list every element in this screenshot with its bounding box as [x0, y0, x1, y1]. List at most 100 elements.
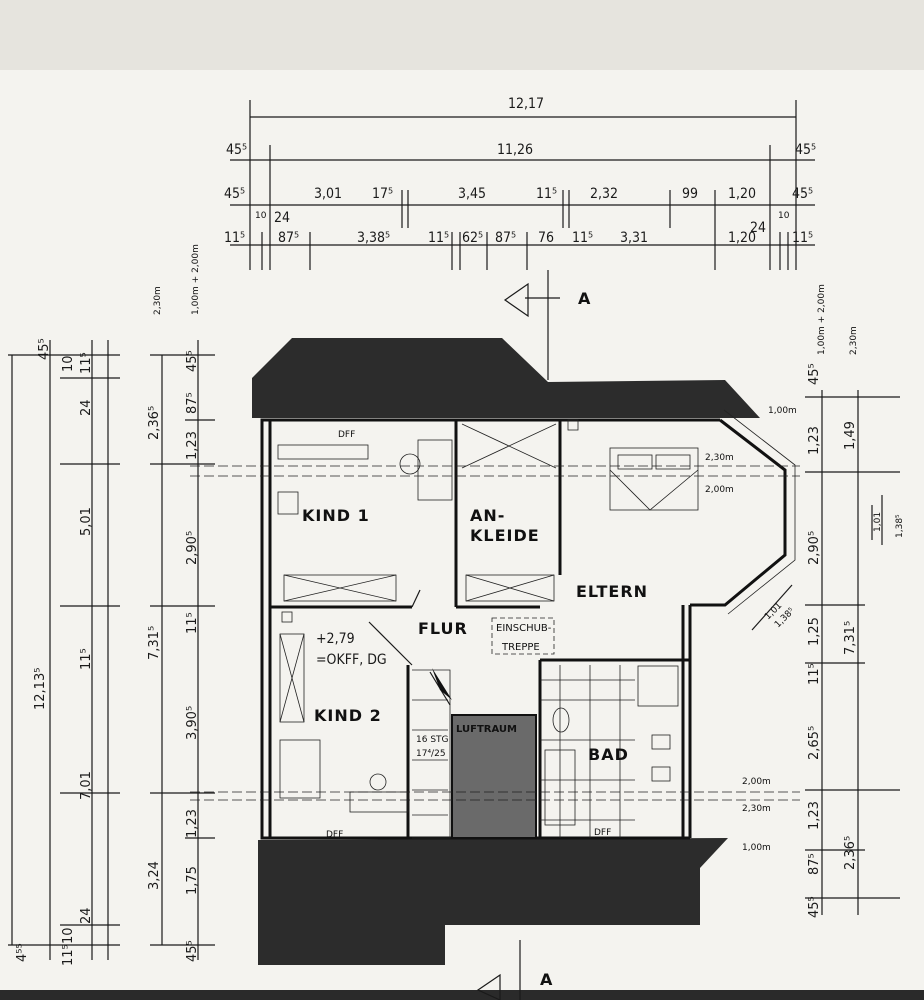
dim-l-f: 11⁵ [79, 648, 94, 670]
dim-r2-f: 2,32 [590, 186, 618, 202]
dff-label-1: DFF [338, 430, 355, 440]
height-note-l1: 1,00m + 2,00m [191, 244, 201, 315]
right-dimension-chains: 45⁵ 1,23 1,49 2,90⁵ 1,25 7,31⁵ 11⁵ 2,65⁵… [805, 284, 905, 918]
level-value: +2,79 [316, 631, 355, 647]
dim-r3-j: 1,20 [728, 230, 756, 246]
dim-l-g: 12,13⁵ [33, 668, 48, 710]
level-reference: =OKFF, DG [316, 652, 387, 668]
dim-r-extra-a: 1,01 [873, 512, 883, 532]
dim-li-f: 7,31⁵ [147, 626, 162, 660]
scan-noise-band [0, 0, 924, 70]
dim-l-d: 24 [79, 399, 94, 416]
dff-label-3: DFF [594, 828, 611, 838]
dim-r1-a: 45⁵ [226, 142, 247, 158]
dim-r3-c: 3,38⁵ [357, 230, 390, 246]
dim-r2-c: 17⁵ [372, 186, 393, 202]
luftraum-label: LUFTRAUM [456, 724, 517, 735]
dim-r2-h: 1,20 [728, 186, 756, 202]
dim-r2b-c: 24 [750, 220, 766, 236]
dim-total-width: 12,17 [508, 96, 544, 112]
dim-l-h: 7,01 [79, 771, 94, 800]
dim-r2-e: 11⁵ [536, 186, 557, 202]
dim-r3-f: 87⁵ [495, 230, 516, 246]
dim-r2-a: 45⁵ [224, 186, 245, 202]
dim-r-e: 1,25 [807, 617, 822, 646]
room-ankleide-2: KLEIDE [470, 526, 540, 545]
dim-r2-i: 45⁵ [792, 186, 813, 202]
dim-li-e: 2,90⁵ [185, 531, 200, 565]
dim-r2-d: 3,45 [458, 186, 486, 202]
top-dimension-chains: 12,17 45⁵ 11,26 45⁵ 45⁵ 3,01 17⁵ 3,45 11… [224, 96, 816, 270]
dim-r-l: 45⁵ [807, 896, 822, 918]
dim-r-h: 2,65⁵ [807, 726, 822, 760]
section-marker-bottom: A [476, 940, 553, 1000]
room-flur: FLUR [418, 619, 468, 638]
dim-l-b: 10 [61, 355, 76, 372]
dim-r3-a: 11⁵ [224, 230, 245, 246]
left-dimension-chains: 45⁵ 10 11⁵ 24 5,01 11⁵ 12,13⁵ 7,01 4⁵⁵ 1… [8, 244, 215, 966]
dim-li-i: 1,23 [185, 809, 200, 838]
dim-r2b-a: 10 [255, 211, 267, 221]
dim-r3-h: 11⁵ [572, 230, 593, 246]
dff-label-2: DFF [326, 830, 343, 840]
dim-r-f: 7,31⁵ [843, 621, 858, 655]
section-label-top: A [578, 289, 591, 308]
height-label-4: 2,00m [742, 777, 771, 787]
room-eltern: ELTERN [576, 582, 648, 601]
dim-r-i: 1,23 [807, 801, 822, 830]
dim-r2b-d: 10 [778, 211, 790, 221]
dim-r3-b: 87⁵ [278, 230, 299, 246]
room-kind-2: KIND 2 [314, 706, 382, 725]
dim-li-l: 45⁵ [185, 940, 200, 962]
roof-band-top [252, 338, 760, 418]
height-label-2: 2,30m [705, 453, 734, 463]
dim-r2-g: 99 [682, 186, 698, 202]
diagonal-dimension: 1,01 1,38⁵ [751, 584, 797, 631]
dim-li-d: 1,23 [185, 431, 200, 460]
dim-r3-e: 62⁵ [462, 230, 483, 246]
dim-r3-i: 3,31 [620, 230, 648, 246]
room-bad: BAD [588, 745, 629, 764]
dim-r-j: 87⁵ [807, 853, 822, 875]
height-label-5: 2,30m [742, 804, 771, 814]
height-note-l2: 2,30m [153, 286, 163, 315]
dim-r-b: 1,23 [807, 426, 822, 455]
dim-r3-g: 76 [538, 230, 554, 246]
dim-r-k: 2,36⁵ [843, 836, 858, 870]
dim-r-extra-b: 1,38⁵ [895, 514, 905, 538]
dim-l-e: 5,01 [79, 507, 94, 536]
dim-li-a: 45⁵ [185, 350, 200, 372]
dim-r1-b: 11,26 [497, 142, 533, 158]
luftraum-void [451, 714, 537, 839]
dim-r-g: 11⁵ [807, 663, 822, 685]
dim-l-k: 24 [79, 907, 94, 924]
dim-l-a: 45⁵ [37, 338, 52, 360]
dim-l-j: 10 [61, 927, 76, 944]
dim-r3-d: 11⁵ [428, 230, 449, 246]
dim-r-c: 1,49 [843, 421, 858, 450]
height-note-r1: 1,00m + 2,00m [817, 284, 827, 355]
dim-li-h: 3,90⁵ [185, 706, 200, 740]
room-ankleide-1: AN- [470, 506, 505, 525]
scan-edge [0, 990, 924, 1000]
dim-r-a: 45⁵ [807, 363, 822, 385]
furniture [277, 419, 699, 838]
height-label-3: 2,00m [705, 485, 734, 495]
dim-l-c: 11⁵ [79, 352, 94, 374]
dim-r2b-b: 24 [274, 210, 290, 226]
height-note-r2: 2,30m [849, 326, 859, 355]
dim-r-d: 2,90⁵ [807, 531, 822, 565]
height-label-6: 1,00m [742, 843, 771, 853]
section-label-bottom: A [540, 970, 553, 989]
dim-li-g: 11⁵ [185, 612, 200, 634]
dim-li-c: 2,36⁵ [147, 406, 162, 440]
room-kind-1: KIND 1 [302, 506, 370, 525]
dim-l-l: 11⁵ [61, 944, 76, 966]
roof-band-bottom [258, 838, 728, 965]
einschub-label-2: TREPPE [501, 642, 540, 653]
stairs-steps: 16 STG [416, 735, 449, 745]
dim-li-b: 87⁵ [185, 392, 200, 414]
staircase [412, 668, 452, 839]
dim-l-i: 4⁵⁵ [15, 943, 30, 962]
